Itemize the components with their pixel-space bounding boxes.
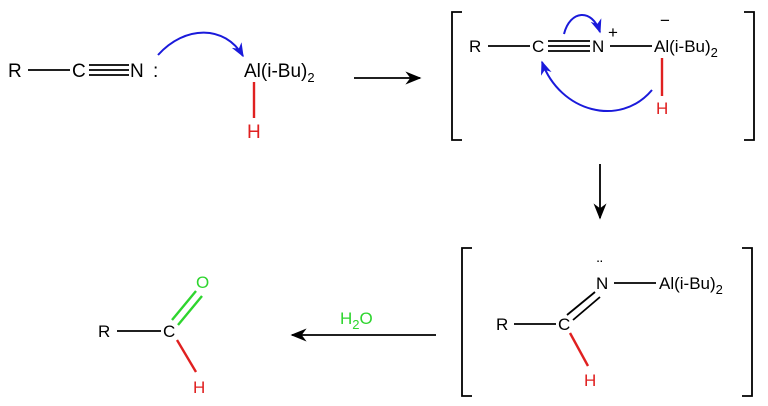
step1-reactants: R C N : Al(i-Bu)2 H: [8, 31, 315, 143]
step2-curly-arrow-pi-bond: [563, 14, 602, 35]
step1-curly-arrow: [157, 31, 244, 58]
step4-o-label: O: [196, 273, 209, 292]
step2-left-bracket: [451, 11, 462, 141]
step2-h-label: H: [656, 99, 668, 118]
step2-al-label: Al(i-Bu)2: [654, 37, 718, 60]
step4-r-label: R: [98, 322, 110, 341]
step2-r-label: R: [469, 37, 481, 56]
step3-n-lone-pair: ¨: [597, 257, 603, 276]
reagent-water-label: H2O: [340, 309, 373, 332]
step3-left-bracket: [461, 247, 472, 397]
step2-right-bracket: [744, 11, 755, 141]
step1-c-label: C: [72, 61, 86, 82]
step1-al-label: Al(i-Bu)2: [244, 61, 315, 85]
step2-complex: R C N + Al(i-Bu)2 − H: [451, 11, 755, 141]
step4-c-label: C: [163, 322, 175, 341]
step4-double-bond: [171, 290, 203, 326]
step3-c-label: C: [558, 315, 570, 334]
step3-al-label: Al(i-Bu)2: [659, 274, 723, 297]
step3-r-label: R: [496, 315, 508, 334]
step3-c-h-bond: [568, 332, 590, 367]
step1-n-lone-pair: :: [153, 61, 158, 82]
step4-h-label: H: [193, 378, 205, 397]
step2-triple-bond: [548, 40, 590, 52]
step4-c-h-bond: [175, 339, 198, 373]
step1-h-label: H: [247, 122, 261, 143]
step2-n-label: N: [592, 37, 604, 56]
step2-al-charge: −: [660, 11, 670, 30]
step1-n-label: N: [130, 61, 144, 82]
step1-triple-bond: [89, 64, 129, 76]
step2-curly-arrow-hydride: [541, 60, 653, 113]
step3-n-label: N: [596, 274, 608, 293]
step3-double-bond: [566, 291, 601, 321]
step3-right-bracket: [742, 247, 753, 397]
step1-r-label: R: [8, 61, 22, 82]
step2-n-charge: +: [608, 23, 618, 42]
step2-c-label: C: [532, 37, 544, 56]
step3-intermediate: ¨ N Al(i-Bu)2 R C H: [461, 247, 753, 397]
step3-h-label: H: [584, 371, 596, 390]
step4-aldehyde: O R C H: [98, 273, 209, 397]
